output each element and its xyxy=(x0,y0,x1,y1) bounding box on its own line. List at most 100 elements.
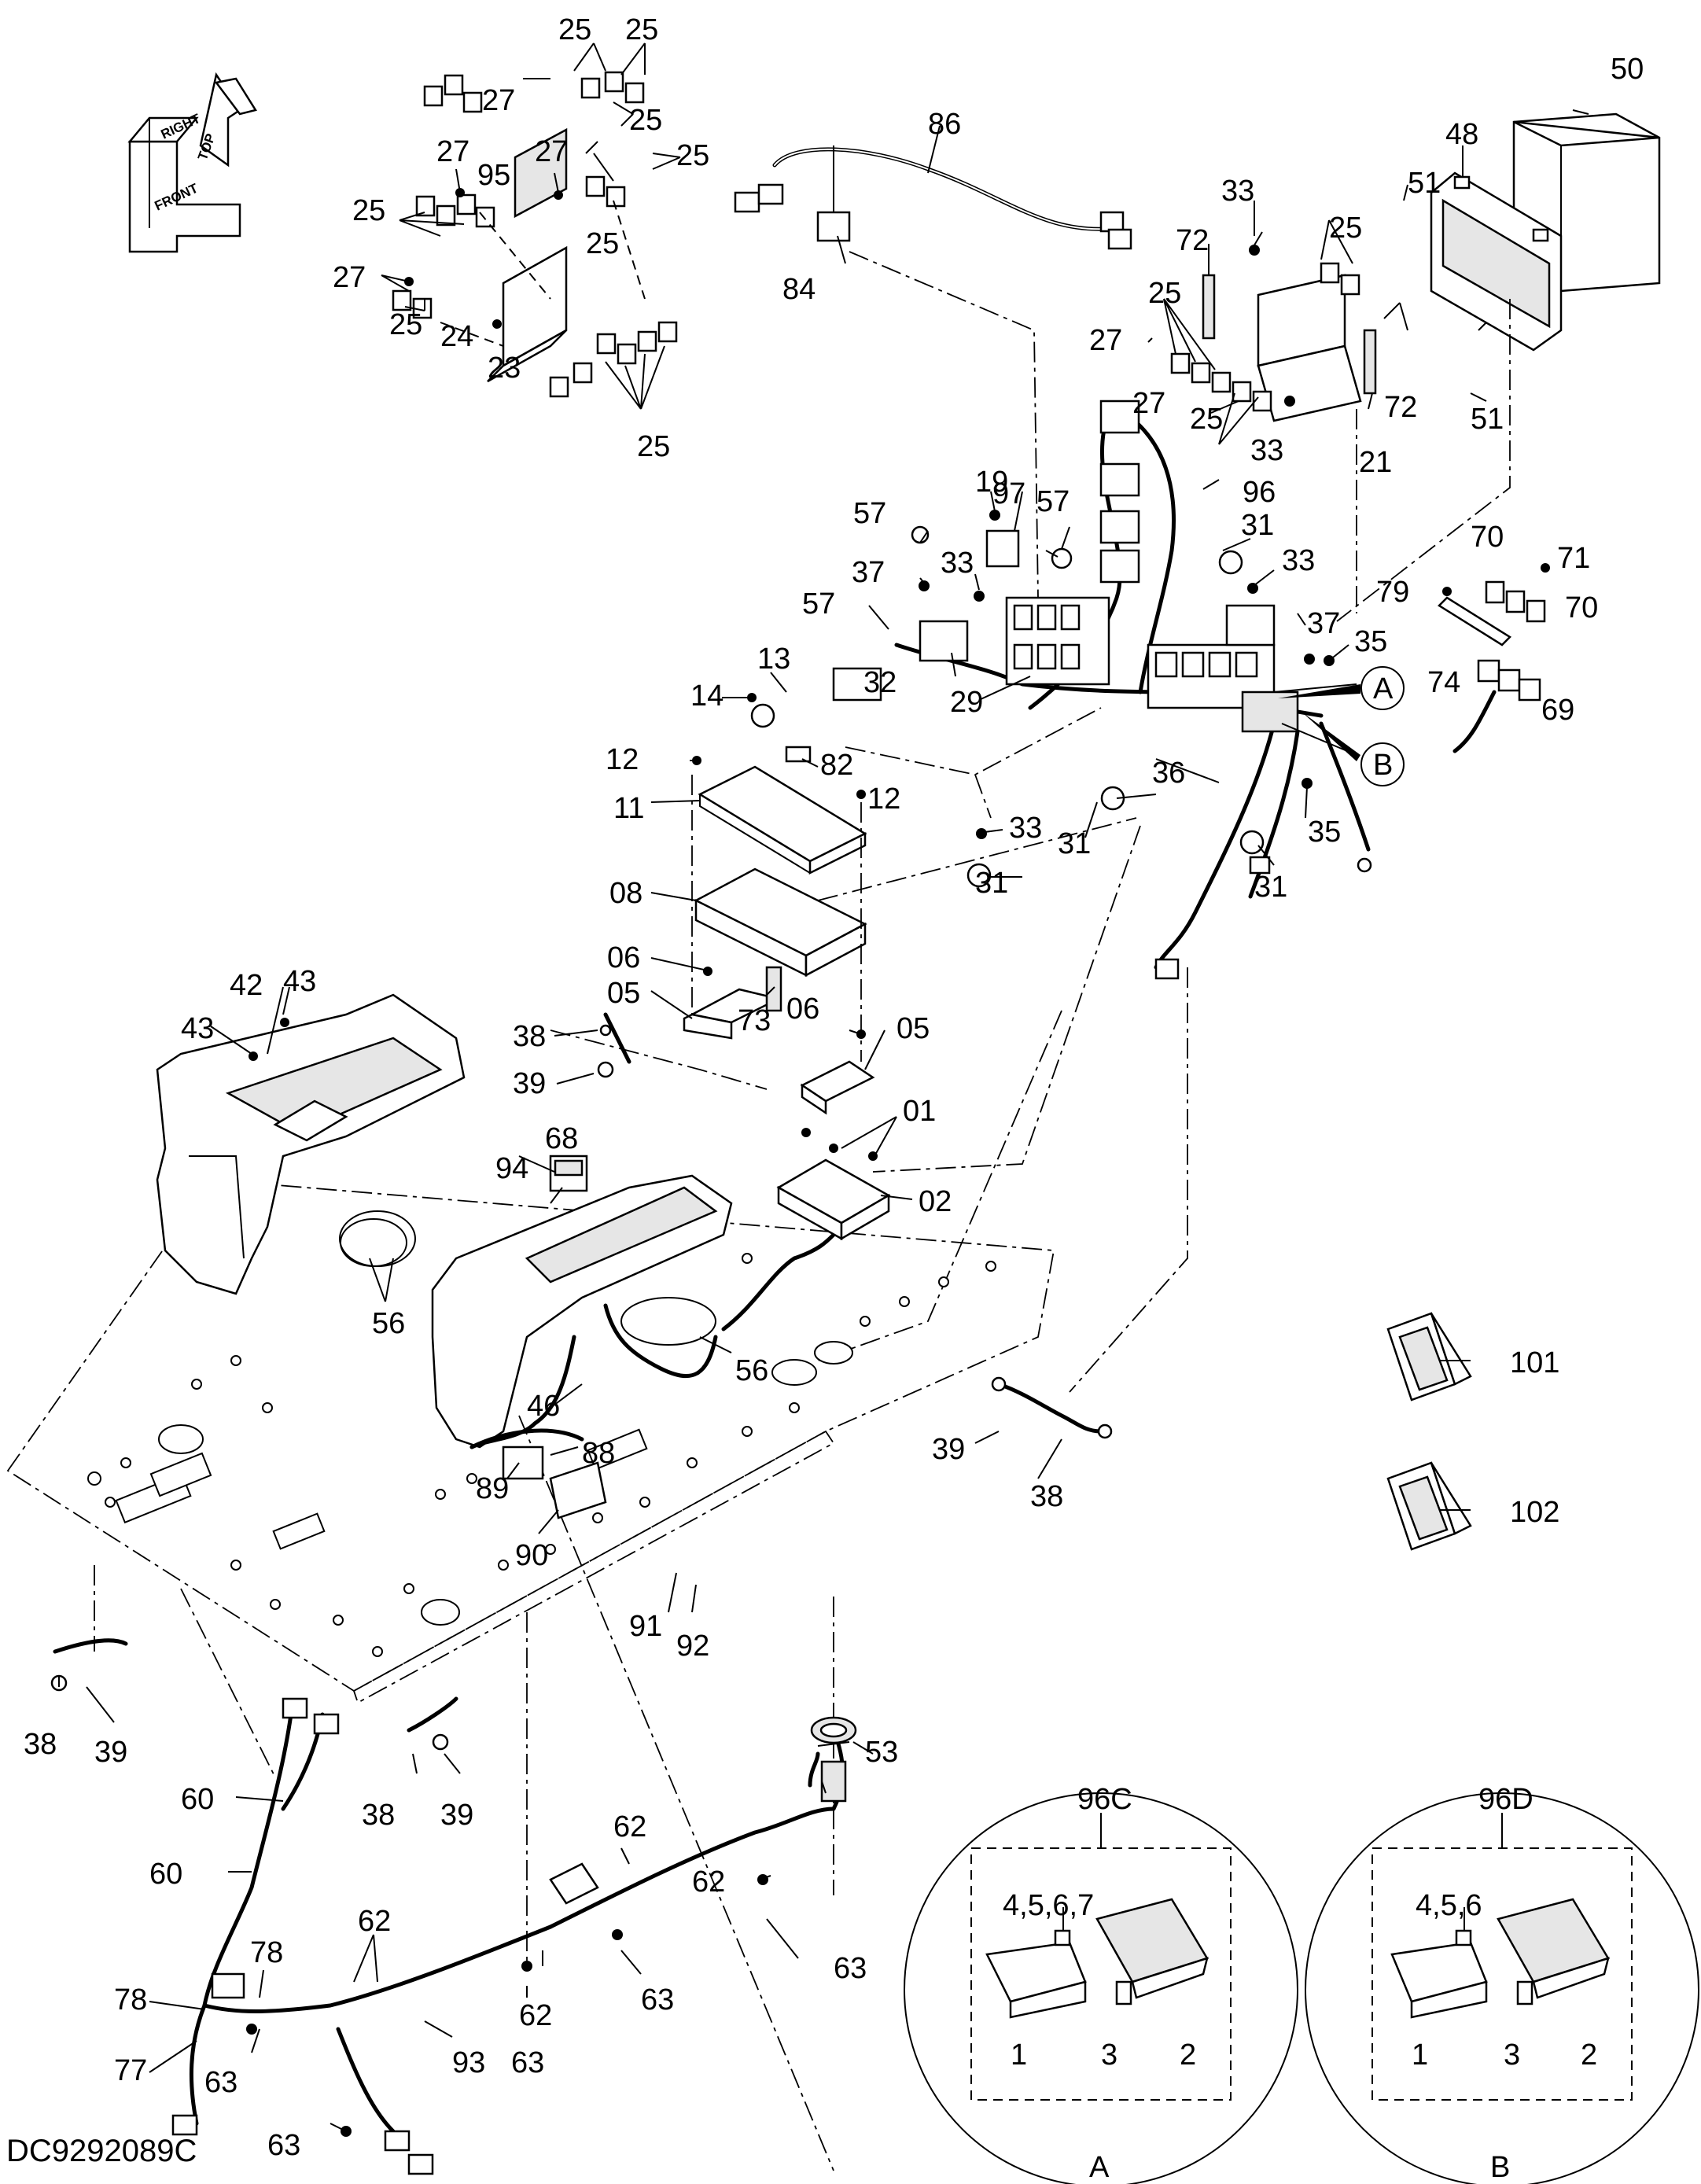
detail-b-item: 2 xyxy=(1581,2039,1597,2072)
part-label: 39 xyxy=(932,1433,965,1466)
detail-b-labels: 96D 4,5,6 1 3 2 B xyxy=(1412,1783,1597,2184)
detail-a-item: 4,5,6,7 xyxy=(1003,1889,1094,1922)
part-label: 35 xyxy=(1354,625,1387,658)
band-56-left xyxy=(339,1210,416,1267)
part-label: 33 xyxy=(1009,812,1042,845)
relay-block-right xyxy=(1147,604,1299,733)
part-label: 63 xyxy=(204,2066,237,2099)
left-console xyxy=(156,993,466,1295)
callout-a: A xyxy=(1373,672,1394,705)
part-label: 35 xyxy=(1308,816,1341,849)
part-label: 33 xyxy=(1282,544,1315,577)
part-label: 31 xyxy=(1058,827,1091,860)
part-label: 86 xyxy=(928,108,961,141)
part-label: 73 xyxy=(738,1004,771,1037)
callout-bubbles xyxy=(1278,666,1405,786)
part-label: 60 xyxy=(149,1858,182,1891)
part-label: 25 xyxy=(1329,212,1362,245)
part-label: 32 xyxy=(863,666,897,699)
part-label: 29 xyxy=(950,686,983,719)
part-label: 38 xyxy=(24,1728,57,1761)
part-label: 71 xyxy=(1557,542,1590,575)
part-label: 27 xyxy=(535,135,568,168)
part-label: 78 xyxy=(250,1936,283,1969)
part-label: 14 xyxy=(690,680,723,713)
part-label: 39 xyxy=(440,1799,473,1832)
part-label: 62 xyxy=(358,1905,391,1938)
band-56-right xyxy=(620,1297,716,1346)
part-label: 74 xyxy=(1427,666,1460,699)
brackets-05 xyxy=(683,966,875,1115)
part-label: 78 xyxy=(114,1983,147,2016)
part-label: 25 xyxy=(1190,403,1223,436)
part-label: 57 xyxy=(853,497,886,530)
part-label: 57 xyxy=(802,587,835,621)
part-label: 39 xyxy=(513,1067,546,1100)
bracket-11 xyxy=(698,765,867,875)
part-label: 06 xyxy=(607,941,640,974)
part-label: 53 xyxy=(865,1736,898,1769)
part-label: 33 xyxy=(1250,434,1283,467)
wire-38-39-top xyxy=(597,1012,631,1078)
base-02 xyxy=(776,1128,891,1241)
detail-a-labels: 96C 4,5,6,7 1 3 2 A xyxy=(1003,1783,1196,2184)
part-label: 62 xyxy=(519,1999,552,2032)
part-label: 02 xyxy=(919,1185,952,1218)
part-label: 68 xyxy=(545,1122,578,1155)
part-label: 05 xyxy=(607,977,640,1010)
part-label: 38 xyxy=(1030,1480,1063,1513)
part-label: 25 xyxy=(1148,277,1181,310)
part-label: 25 xyxy=(676,139,709,172)
part-label: 96 xyxy=(1243,476,1276,509)
part-label: 89 xyxy=(476,1472,509,1505)
callout-labels: A B xyxy=(1373,672,1394,782)
detail-b-item: 4,5,6 xyxy=(1416,1889,1482,1922)
detail-a-item: 1 xyxy=(1011,2039,1027,2072)
drawing-code: DC9292089C xyxy=(6,2134,197,2168)
part-label: 82 xyxy=(820,749,853,782)
part-label: 56 xyxy=(372,1307,405,1340)
controller-08 xyxy=(694,867,867,978)
small-parts xyxy=(692,510,1335,888)
part-label: 37 xyxy=(852,556,885,589)
floor-holes xyxy=(87,1229,996,1657)
part-label: 27 xyxy=(482,84,515,117)
part-label: 37 xyxy=(1307,607,1340,640)
part-label: 01 xyxy=(903,1095,936,1128)
part-label: 27 xyxy=(333,261,366,294)
part-label: 63 xyxy=(641,1983,674,2016)
part-label: 27 xyxy=(1132,387,1165,420)
part-label: 62 xyxy=(692,1865,725,1899)
fuse-block-32 xyxy=(832,620,969,702)
part-label: 06 xyxy=(786,993,819,1026)
part-label: 25 xyxy=(629,104,662,137)
part-label: 12 xyxy=(867,783,900,816)
part-label: 93 xyxy=(452,2046,485,2079)
part-label: 97 xyxy=(992,477,1025,510)
part-label: 56 xyxy=(735,1354,768,1387)
detail-a-item: 2 xyxy=(1180,2039,1196,2072)
detail-view-a xyxy=(904,1792,1298,2184)
assembly-lines xyxy=(94,251,1511,2171)
part-label: 23 xyxy=(488,352,521,385)
part-label: 05 xyxy=(897,1012,930,1045)
part-label: 62 xyxy=(613,1810,646,1843)
part-label: 43 xyxy=(181,1012,214,1045)
part-label: 33 xyxy=(1221,175,1254,208)
part-label: 91 xyxy=(629,1610,662,1643)
part-label: 25 xyxy=(625,13,658,46)
part-label: 60 xyxy=(181,1783,214,1816)
part-labels: 25 25 27 25 27 95 27 25 25 25 27 25 24 2… xyxy=(24,13,1644,2162)
part-label: 25 xyxy=(389,308,422,341)
part-label: 36 xyxy=(1152,757,1185,790)
part-label: 95 xyxy=(477,159,510,192)
part-label: 92 xyxy=(676,1630,709,1663)
harness-86 xyxy=(734,147,1132,250)
part-label: 51 xyxy=(1408,167,1441,200)
part-label: 101 xyxy=(1510,1346,1559,1379)
detail-b-item: 3 xyxy=(1504,2039,1520,2072)
part-label: 70 xyxy=(1565,591,1598,624)
grommet-53 xyxy=(810,1716,857,1744)
part-label: 46 xyxy=(527,1390,560,1423)
